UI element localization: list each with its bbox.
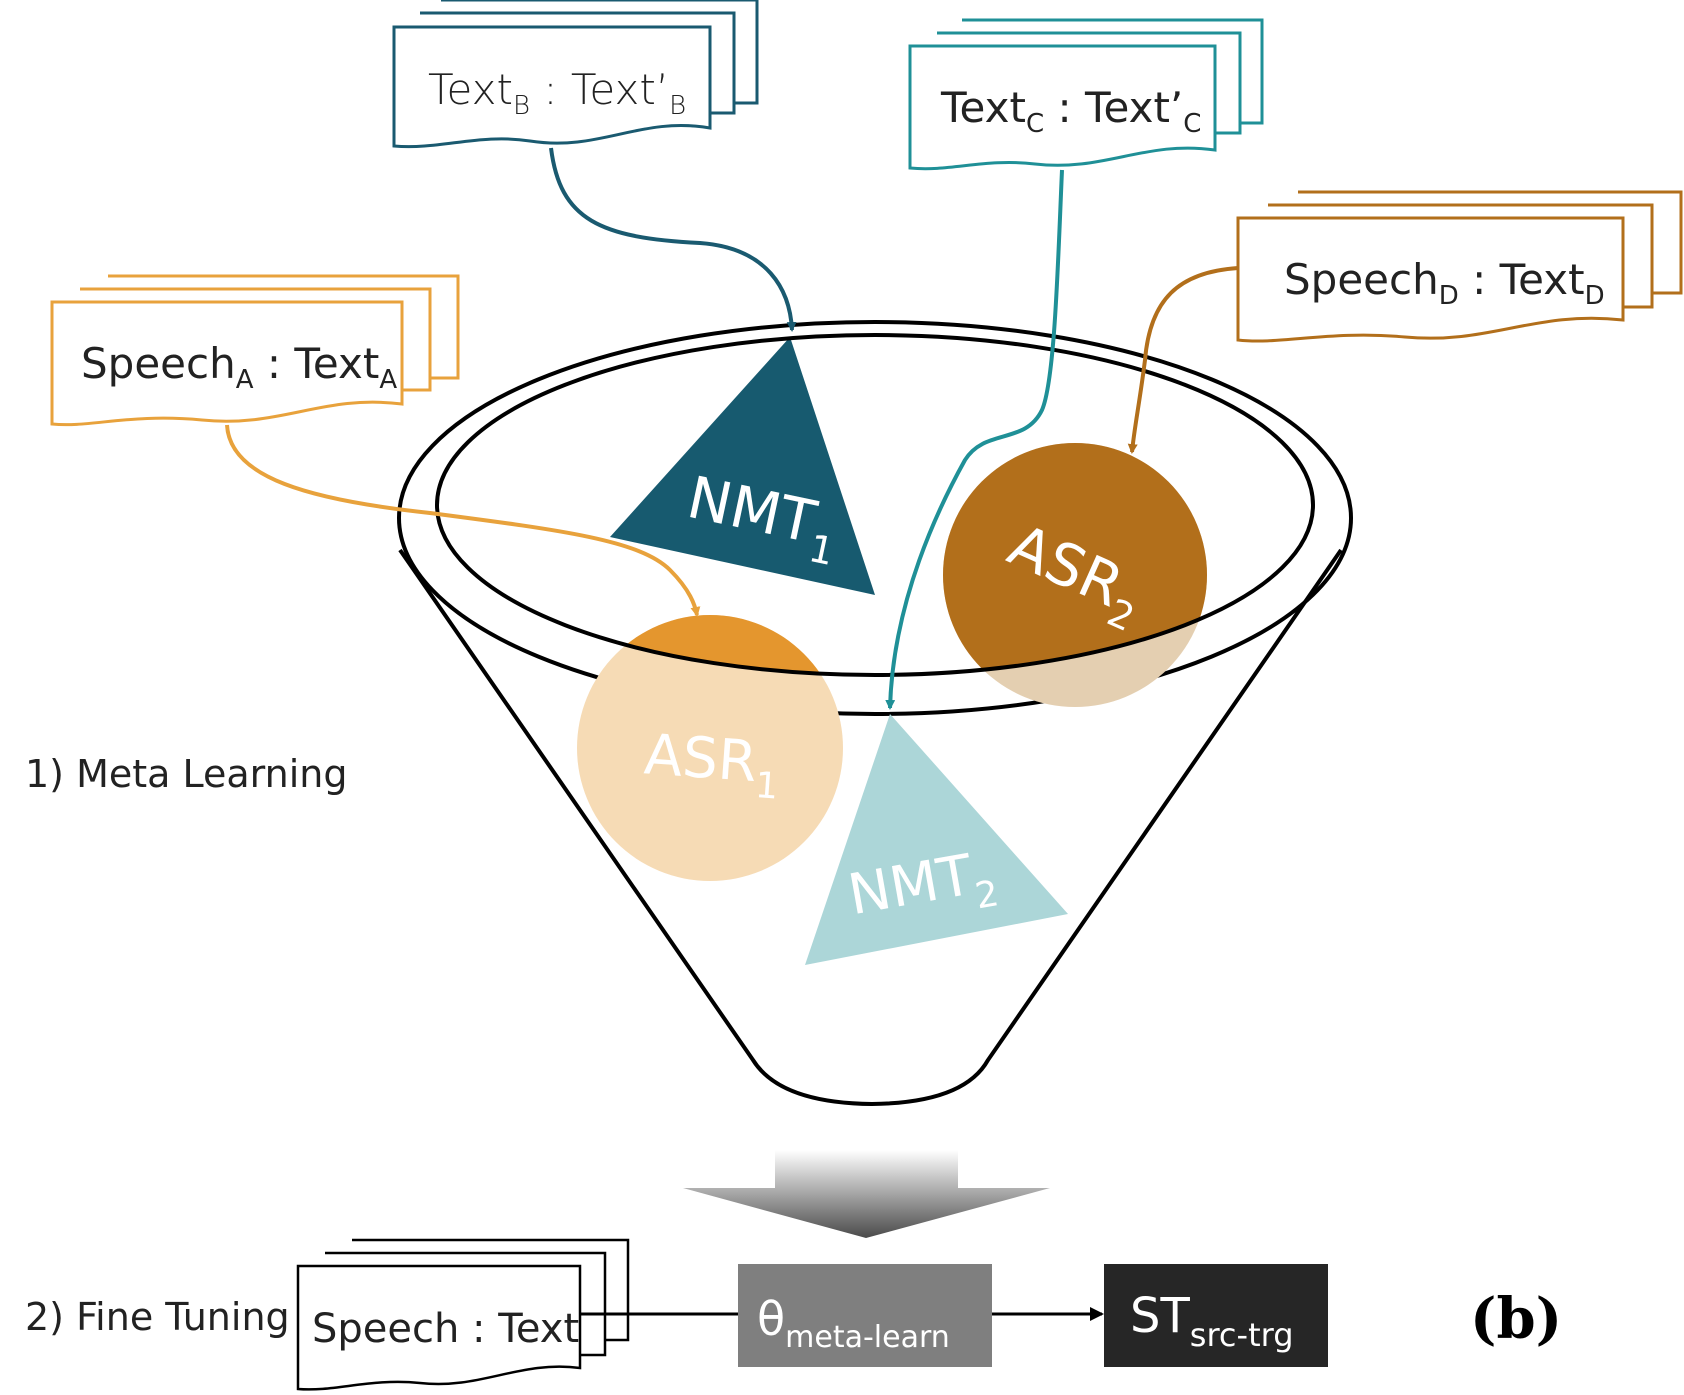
connector-speech-a-to-asr1 xyxy=(225,424,701,617)
st-subscript: src-trg xyxy=(1190,1316,1294,1354)
doc-stack-text-c: TextC : Text’C xyxy=(908,18,1264,171)
text-c-main: Text xyxy=(940,83,1026,132)
doc-stack-speech-a: SpeechA : TextA xyxy=(50,274,460,427)
stage-meta-learning: 1) Meta Learning xyxy=(25,752,347,796)
asr1-subscript: 1 xyxy=(754,765,780,807)
funnel-outer-rim xyxy=(397,320,1353,716)
text-b-second: Text’ xyxy=(571,65,669,114)
st-box: STsrc-trg xyxy=(1104,1264,1328,1367)
speech-a-second: Text xyxy=(293,339,379,388)
connector-text-b-to-nmt1 xyxy=(549,147,797,332)
panel-label: (b) xyxy=(1470,1286,1562,1352)
speech-a-main: Speech xyxy=(81,339,236,388)
speech-d-main: Speech xyxy=(1284,255,1439,304)
funnel xyxy=(397,320,1353,1107)
text-c-second-sub: C xyxy=(1183,109,1201,139)
text-c-sep: : xyxy=(1044,83,1085,132)
speech-d-sep: : xyxy=(1459,255,1500,304)
nmt2-model: NMT2 xyxy=(805,714,1068,965)
doc-stack-text-b: TextB : Text’B xyxy=(392,0,759,149)
speech-d-second: Text xyxy=(1499,255,1585,304)
theta-box: θmeta-learn xyxy=(738,1264,992,1367)
svg-text:SpeechA : TextA: SpeechA : TextA xyxy=(81,339,397,395)
text-c-main-sub: C xyxy=(1026,109,1044,139)
speech-a-second-sub: A xyxy=(379,365,397,395)
svg-text:STsrc-trg: STsrc-trg xyxy=(1130,1288,1294,1354)
nmt2-triangle xyxy=(805,714,1068,965)
text-b-sep: : xyxy=(530,65,571,114)
speech-a-main-sub: A xyxy=(236,365,254,395)
asr1-model: ASR1 xyxy=(577,615,843,881)
svg-text:θmeta-learn: θmeta-learn xyxy=(757,1292,950,1355)
theta-symbol: θ xyxy=(757,1292,785,1346)
svg-text:TextC : Text’C: TextC : Text’C xyxy=(940,83,1201,139)
asr2-model: ASR2 xyxy=(943,443,1207,707)
st-label: ST xyxy=(1130,1288,1190,1344)
connector-text-c-to-nmt2 xyxy=(885,169,1064,710)
stage-fine-tuning: 2) Fine Tuning xyxy=(25,1295,290,1339)
svg-text:TextB : Text’B: TextB : Text’B xyxy=(428,65,686,121)
nmt1-model: NMT1 xyxy=(610,337,875,595)
asr1-label: ASR xyxy=(642,722,759,795)
text-b-second-sub: B xyxy=(669,91,686,121)
down-arrow xyxy=(683,1150,1050,1238)
funnel-inner-rim xyxy=(435,333,1315,677)
speech-d-second-sub: D xyxy=(1585,281,1605,311)
doc-stack-speech-text: Speech : Text xyxy=(296,1238,630,1391)
speech-text-label: Speech : Text xyxy=(312,1306,579,1352)
asr1-circle xyxy=(577,615,843,881)
speech-d-main-sub: D xyxy=(1439,281,1459,311)
nmt1-triangle xyxy=(610,337,875,595)
svg-text:SpeechD : TextD: SpeechD : TextD xyxy=(1284,255,1605,311)
connector-speech-d-to-asr2 xyxy=(1127,266,1239,454)
doc-stack-speech-d: SpeechD : TextD xyxy=(1236,190,1683,343)
speech-a-sep: : xyxy=(254,339,295,388)
text-b-main: Text xyxy=(428,65,513,114)
svg-text:ASR1: ASR1 xyxy=(641,722,782,807)
funnel-outline xyxy=(398,548,1343,1107)
text-b-main-sub: B xyxy=(513,91,530,121)
text-c-second: Text’ xyxy=(1084,83,1183,132)
theta-subscript: meta-learn xyxy=(785,1320,950,1355)
